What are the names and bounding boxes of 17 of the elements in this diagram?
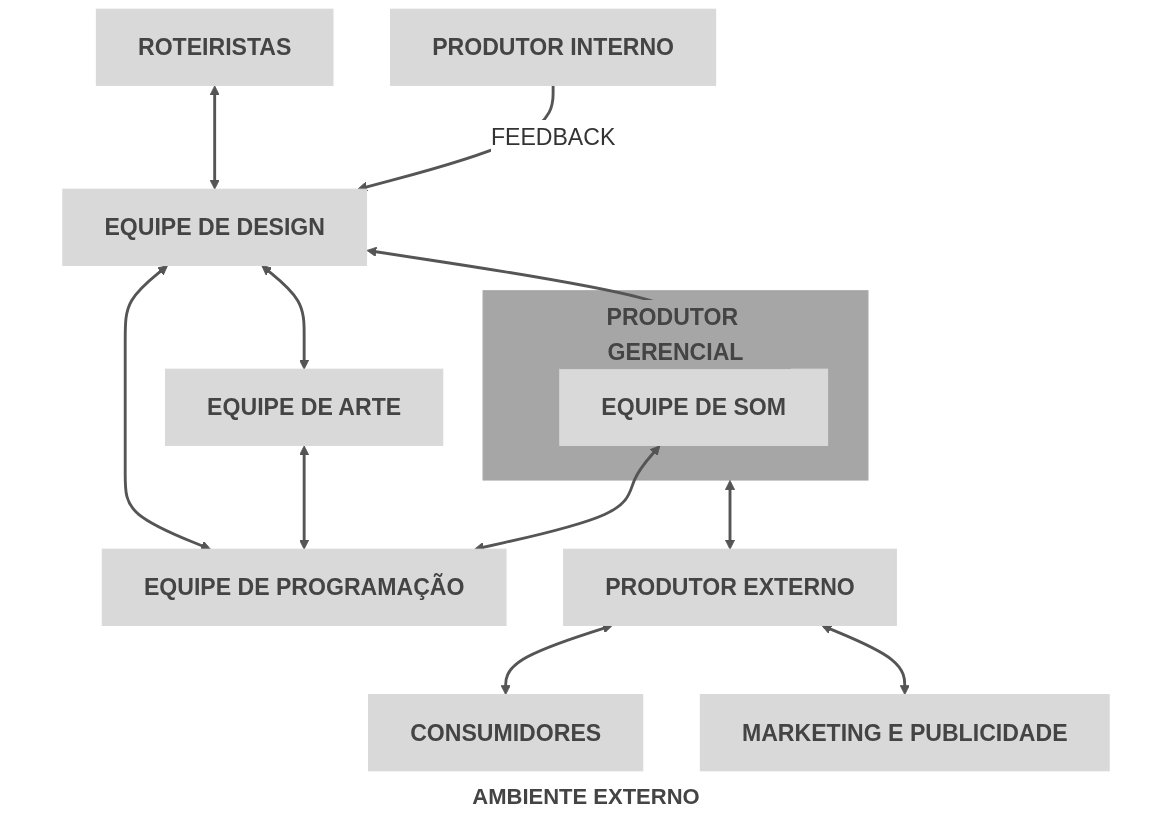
node-box: CONSUMIDORES <box>368 694 644 772</box>
edge-label: FEEDBACK <box>490 124 616 150</box>
node-box: MARKETING E PUBLICIDADE <box>699 694 1110 772</box>
node-box: EQUIPE DE SOM <box>559 368 829 446</box>
arrow <box>724 480 736 550</box>
node-box: ROTEIRISTAS <box>95 8 334 86</box>
arrow <box>261 265 310 370</box>
arrow <box>821 624 910 696</box>
node-box: PRODUTOR EXTERNO <box>563 548 897 626</box>
arrow <box>299 445 310 550</box>
arrow <box>123 265 211 551</box>
arrow <box>209 85 220 190</box>
node-box: EQUIPE DE PROGRAMAÇÃO <box>101 548 507 626</box>
area-label: AMBIENTE EXTERNO <box>472 784 700 809</box>
node-box: EQUIPE DE ARTE <box>165 368 444 446</box>
node-box: EQUIPE DE DESIGN <box>62 188 368 266</box>
node-box: PRODUTOR INTERNO <box>390 8 717 86</box>
